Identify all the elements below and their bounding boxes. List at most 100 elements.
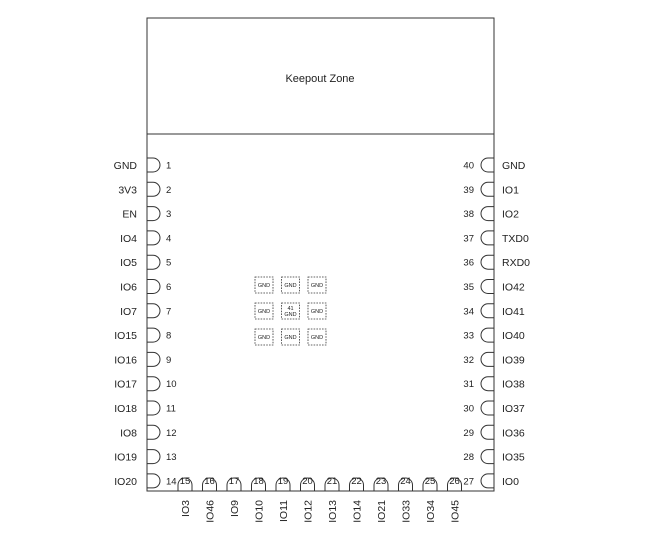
pin-label: IO3: [180, 500, 192, 517]
pin-number: 16: [204, 476, 215, 487]
pin-pad: [480, 181, 494, 197]
gnd-pad: GND: [281, 328, 300, 346]
pad-label: GND: [258, 283, 270, 289]
pin-label: EN: [122, 209, 137, 221]
pad-label: GND: [258, 309, 270, 315]
pin-label: IO39: [502, 354, 525, 366]
pin-number: 5: [166, 258, 171, 269]
pin-number: 23: [376, 476, 387, 487]
gnd-pad: GND: [307, 328, 327, 346]
pad-outline: [254, 276, 274, 294]
pin-pad: [147, 279, 161, 294]
pin-label: IO13: [327, 500, 339, 523]
pad-outline: [281, 328, 300, 346]
pin-pad: [480, 206, 494, 222]
pin-label: IO18: [114, 403, 137, 415]
pin-label: IO33: [401, 500, 413, 523]
pin-label: IO7: [120, 306, 137, 318]
pin-number: 9: [166, 355, 171, 366]
pin-label: IO19: [114, 452, 137, 464]
pin-pad: [480, 279, 494, 294]
pin-number: 8: [166, 331, 171, 342]
pin-label: IO10: [254, 500, 266, 523]
pin-number: 12: [166, 428, 177, 439]
pin-label: IO6: [120, 282, 137, 294]
pin-number: 39: [463, 185, 474, 196]
pin-number: 13: [166, 452, 177, 463]
pin-label: IO11: [278, 500, 290, 522]
pad-label: GND: [284, 312, 296, 318]
pin-label: IO5: [120, 257, 137, 269]
pin-number: 26: [449, 476, 460, 487]
pin-pad: [147, 424, 161, 440]
left-pin-3: EN 3: [122, 206, 171, 222]
pin-number: 36: [463, 258, 474, 269]
pin-label: IO38: [502, 379, 525, 391]
pin-label: IO36: [502, 427, 525, 439]
pin-label: IO9: [229, 500, 241, 517]
pin-label: IO37: [502, 403, 525, 415]
pin-label: IO4: [120, 233, 137, 245]
pin-pad: [147, 351, 161, 367]
pad-label: GND: [311, 335, 323, 341]
pin-label: GND: [114, 160, 138, 172]
pin-pad: [177, 477, 193, 491]
pin-pad: [480, 473, 494, 489]
pin-pad: [147, 254, 161, 270]
pin-pad: [480, 230, 494, 246]
pin-number: 3: [166, 209, 171, 220]
pin-number: 38: [463, 209, 474, 220]
pin-number: 29: [463, 428, 474, 439]
pin-pad: [324, 477, 340, 491]
pin-number: 32: [463, 355, 474, 366]
pad-outline: [281, 276, 300, 294]
pad-outline: [307, 276, 327, 294]
left-pin-13: IO19 13: [114, 449, 177, 465]
pin-pad: [480, 351, 494, 367]
pin-pad: [300, 477, 315, 491]
left-pin-5: IO5 5: [120, 254, 171, 270]
pin-pad: [147, 327, 161, 343]
pin-number: 7: [166, 306, 171, 317]
pin-number: 37: [463, 233, 474, 244]
pin-pad: [480, 254, 494, 270]
pin-number: 35: [463, 282, 474, 293]
pin-pad: [147, 376, 161, 392]
pin-label: IO45: [450, 500, 462, 523]
pin-pad: [147, 157, 161, 173]
pin-number: 40: [463, 161, 474, 172]
pad-label: GND: [258, 335, 270, 341]
pin-pad: [480, 376, 494, 392]
pin-number: 28: [463, 452, 474, 463]
pin-label: 3V3: [118, 184, 137, 196]
pin-label: IO34: [425, 500, 437, 523]
left-pin-7: IO7 7: [120, 303, 171, 319]
pin-pad: [480, 303, 494, 319]
pin-label: IO0: [502, 476, 519, 488]
pad-outline: [307, 302, 327, 320]
pin-pad: [147, 181, 161, 197]
